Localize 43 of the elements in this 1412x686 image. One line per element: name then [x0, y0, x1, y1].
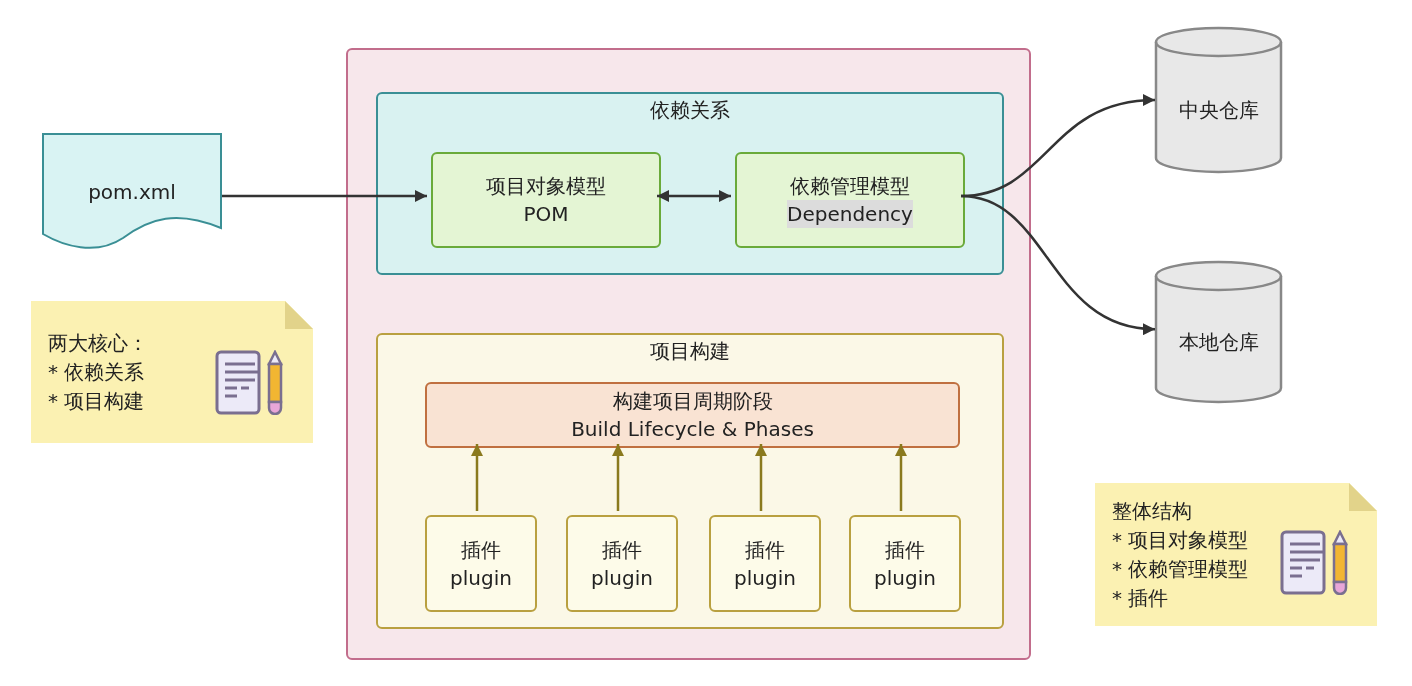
- node-label: 依赖管理模型: [790, 173, 910, 200]
- node-label: 项目对象模型: [486, 173, 606, 200]
- arrow: [755, 444, 767, 511]
- arrow: [222, 190, 427, 202]
- note-line: 整体结构: [1112, 497, 1192, 525]
- group-box: [376, 92, 1004, 275]
- note-line: * 项目构建: [48, 387, 145, 415]
- node-label: 插件: [461, 536, 501, 564]
- note-line: * 插件: [1112, 584, 1169, 612]
- arrow: [960, 194, 1156, 334]
- container-box: [346, 48, 1031, 660]
- node-label: Build Lifecycle & Phases: [571, 416, 814, 443]
- note-line: * 依赖管理模型: [1112, 555, 1249, 583]
- arrow: [471, 444, 483, 511]
- node-label: plugin: [734, 564, 796, 592]
- node-label: plugin: [874, 564, 936, 592]
- node-label: plugin: [450, 564, 512, 592]
- node-label: 插件: [885, 536, 925, 564]
- process-box: [431, 152, 661, 248]
- node-label: 中央仓库: [1178, 97, 1259, 124]
- node-label: 构建项目周期阶段: [612, 388, 773, 415]
- node-label: 插件: [745, 536, 785, 564]
- node-label: 插件: [602, 536, 642, 564]
- group-box: [376, 333, 1004, 629]
- plugin-box: [709, 515, 821, 612]
- process-box: [425, 382, 960, 448]
- plugin-box: [425, 515, 537, 612]
- plugin-box: [566, 515, 678, 612]
- node-label: pom.xml: [88, 178, 176, 206]
- arrow: [612, 444, 624, 511]
- process-box: [735, 152, 965, 248]
- group-title: 依赖关系: [650, 97, 730, 124]
- double-arrow: [657, 190, 731, 202]
- group-title: 项目构建: [650, 338, 730, 365]
- note-line: * 项目对象模型: [1112, 526, 1249, 554]
- node-label: POM: [523, 201, 569, 228]
- node-label: Dependency: [787, 200, 913, 228]
- note-line: * 依赖关系: [48, 358, 145, 386]
- arrow: [895, 444, 907, 511]
- node-label: 本地仓库: [1178, 329, 1259, 356]
- node-label: plugin: [591, 564, 653, 592]
- note-line: 两大核心：: [48, 329, 148, 357]
- plugin-box: [849, 515, 961, 612]
